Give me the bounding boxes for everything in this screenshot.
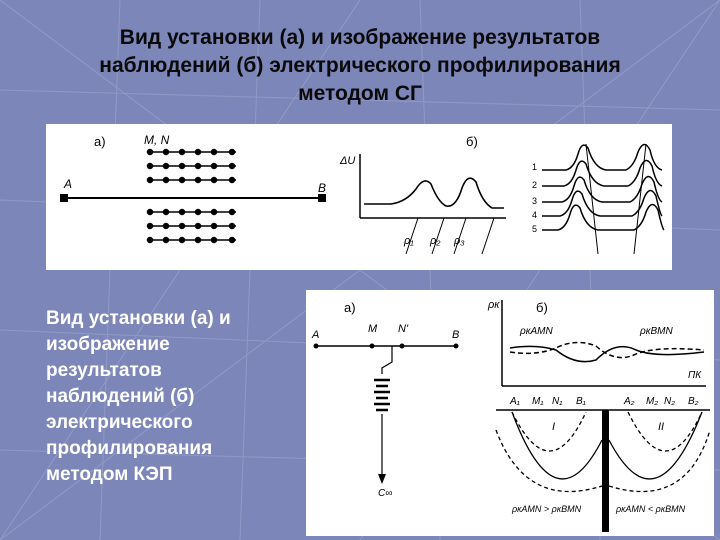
- kep-label-n-electrode: N': [398, 323, 409, 335]
- kep-zone-1: I: [552, 421, 555, 433]
- body-line-2: изображение: [46, 334, 170, 355]
- sg-rho-1: ρ₁: [403, 235, 414, 247]
- kep-curve-bmn-label: ρкBMN: [639, 326, 673, 337]
- kep-pt-b2: B₂: [688, 396, 699, 407]
- kep-pt-m1: M₁: [532, 396, 543, 407]
- kep-pk-axis: ПК: [688, 370, 702, 381]
- kep-curve-bmn: [509, 341, 705, 359]
- sg-trace-num-5: 5: [532, 224, 537, 234]
- kep-conductor: [602, 410, 609, 532]
- title-line-1: Вид установки (а) и изображение результа…: [119, 26, 601, 49]
- kep-pt-m2: M₂: [646, 396, 658, 407]
- title-line-3: методом СГ: [298, 82, 422, 105]
- kep-pt-b1: B₁: [576, 396, 586, 407]
- kep-electrodes: [313, 343, 459, 349]
- kep-label-b: б): [536, 300, 548, 315]
- kep-pt-a1: A₁: [509, 396, 520, 407]
- sg-trace-num-1: 1: [532, 162, 537, 172]
- kep-curve-amn: [509, 345, 705, 363]
- sg-boundaries: [405, 217, 495, 255]
- body-line-4: наблюдений (б): [46, 386, 195, 407]
- sg-du-curve: [364, 177, 504, 209]
- sg-label-b: б): [466, 134, 478, 149]
- sg-rho-2: ρ₂: [429, 235, 441, 247]
- kep-label-b-electrode: B: [452, 329, 459, 341]
- figure-kep-drawing: а) A M N' B C∞ б) ρк ПК ρкAMN ρкBMN A₁ M…: [311, 299, 711, 532]
- sg-electrode-a: [60, 194, 68, 202]
- figure-kep-panel: а) A M N' B C∞ б) ρк ПК ρкAMN ρкBMN A₁ M…: [306, 290, 714, 536]
- kep-wire: [381, 346, 393, 374]
- body-line-6: профилирования: [46, 438, 213, 459]
- kep-curve-amn-label: ρкAMN: [519, 326, 553, 337]
- kep-pt-n2: N₂: [664, 396, 675, 407]
- kep-cond-right: ρкAMN < ρкBMN: [615, 504, 686, 514]
- slide-title: Вид установки (а) и изображение результа…: [40, 24, 680, 108]
- kep-pt-a2: A₂: [623, 396, 635, 407]
- kep-label-m-electrode: M: [368, 323, 378, 335]
- kep-arrow-down: [378, 474, 386, 484]
- figure-sg-panel: а) M, N A B б) ΔU: [46, 124, 672, 270]
- kep-zone-2: II: [658, 421, 664, 433]
- kep-current-arcs: [495, 411, 711, 493]
- sg-trace-num-4: 4: [532, 210, 537, 220]
- sg-label-a: а): [94, 134, 106, 149]
- sg-rho-3: ρ₃: [453, 235, 465, 247]
- sg-trace-stack: [542, 143, 665, 255]
- kep-label-a-electrode: A: [311, 329, 319, 341]
- kep-pt-n1: N₁: [552, 396, 562, 407]
- sg-electrode-b: [318, 194, 326, 202]
- sg-label-b-electrode: B: [318, 181, 326, 195]
- kep-cond-left: ρкAMN > ρкBMN: [511, 504, 582, 514]
- body-line-3: результатов: [46, 360, 162, 381]
- slide-body-text: Вид установки (а) и изображение результа…: [46, 306, 296, 488]
- sg-trace-num-2: 2: [532, 180, 537, 190]
- sg-label-mn: M, N: [144, 133, 170, 147]
- kep-c-inf: C∞: [378, 488, 392, 499]
- sg-trace-num-3: 3: [532, 196, 537, 206]
- kep-rho-axis: ρк: [487, 299, 500, 311]
- sg-axis-du: ΔU: [339, 155, 355, 167]
- body-line-5: электрического: [46, 412, 193, 433]
- sg-electrode-grid: [146, 148, 236, 244]
- figure-sg-drawing: а) M, N A B б) ΔU: [60, 133, 665, 255]
- sg-label-a-electrode: A: [63, 177, 72, 191]
- kep-battery: [374, 378, 390, 412]
- title-line-2: наблюдений (б) электрического профилиров…: [99, 54, 621, 77]
- kep-label-a: а): [344, 300, 356, 315]
- body-line-7: методом КЭП: [46, 464, 173, 485]
- body-line-1: Вид установки (а) и: [46, 308, 231, 329]
